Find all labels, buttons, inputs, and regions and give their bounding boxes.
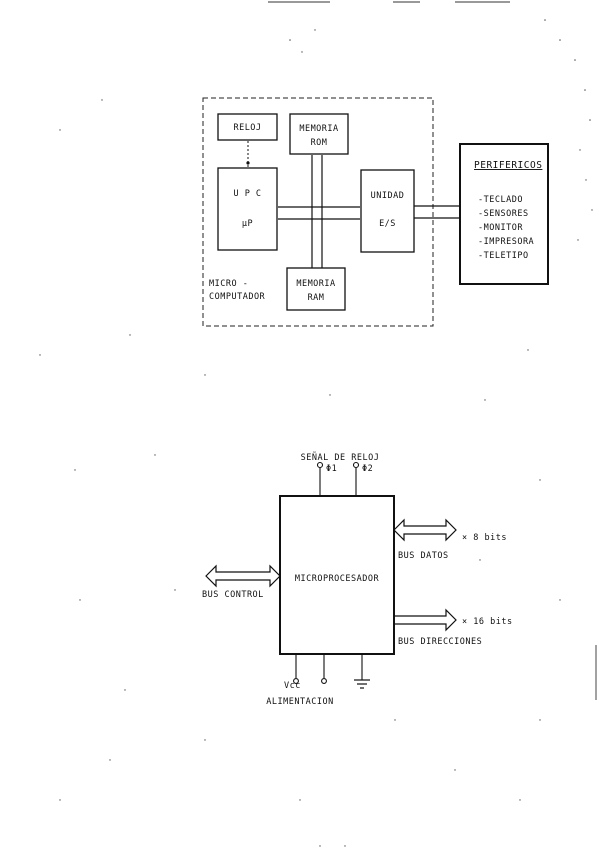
phi1-terminal [316,461,324,469]
peripherals-title: PERIFERICOS [474,160,542,171]
cpu-label-2: µP [242,219,253,229]
phi2-label: Φ2 [362,464,373,474]
internal-bus [278,155,360,268]
ram-box [286,267,346,311]
data-bus-label: BUS DATOS [398,551,449,561]
rom-label-2: ROM [311,138,328,148]
microcomputer-label-1: MICRO - [209,279,248,289]
phi2-terminal [352,461,360,469]
gnd-terminal [321,678,327,684]
clock-signal-label: SEÑAL DE RELOJ [301,452,380,463]
data-bus-arrow [393,518,457,542]
vcc-terminal [293,678,299,684]
peripherals-box [459,143,549,285]
microcomputer-boundary [202,97,434,327]
io-unit-label-1: UNIDAD [371,191,405,201]
ram-label-1: MEMORIA [296,279,335,289]
address-bus-arrow [394,608,457,632]
peripheral-item: -TECLADO [478,195,523,205]
peripheral-item: -TELETIPO [478,251,529,261]
microprocessor-diagram: SEÑAL DE RELOJ Φ1 Φ2 MICROPROCESADOR × 8… [202,452,513,707]
clock-link-dot [246,161,250,165]
io-unit-box [360,169,415,253]
phi1-label: Φ1 [326,464,337,474]
power-label: ALIMENTACION [266,697,333,707]
clock-label: RELOJ [233,123,261,133]
ground-icon [354,654,370,689]
address-bus-label: BUS DIRECCIONES [398,637,482,647]
peripheral-item: -MONITOR [478,223,523,233]
io-unit-label-2: E/S [379,219,396,229]
rom-label-1: MEMORIA [299,124,338,134]
clock-box [217,113,278,141]
vcc-label: Vcc [284,681,301,691]
cpu-label-1: U P C [233,189,261,199]
address-bus-width: × 16 bits [462,617,513,627]
scan-noise [39,1,597,847]
peripheral-bus [414,205,460,219]
peripheral-item: -IMPRESORA [478,237,534,247]
ram-label-2: RAM [308,293,325,303]
rom-box [289,113,349,155]
control-bus-arrow [205,564,281,588]
data-bus-width: × 8 bits [462,533,507,543]
peripheral-item: -SENSORES [478,209,529,219]
microprocessor-box [279,495,395,655]
microprocessor-label: MICROPROCESADOR [295,574,380,584]
microcomputer-label-2: COMPUTADOR [209,292,266,302]
microcomputer-diagram: RELOJ MEMORIA ROM U P C µP UNIDAD E/S ME… [202,97,549,327]
cpu-box [217,167,278,251]
peripherals-list: -TECLADO -SENSORES -MONITOR -IMPRESORA -… [478,195,534,261]
control-bus-label: BUS CONTROL [202,590,264,600]
